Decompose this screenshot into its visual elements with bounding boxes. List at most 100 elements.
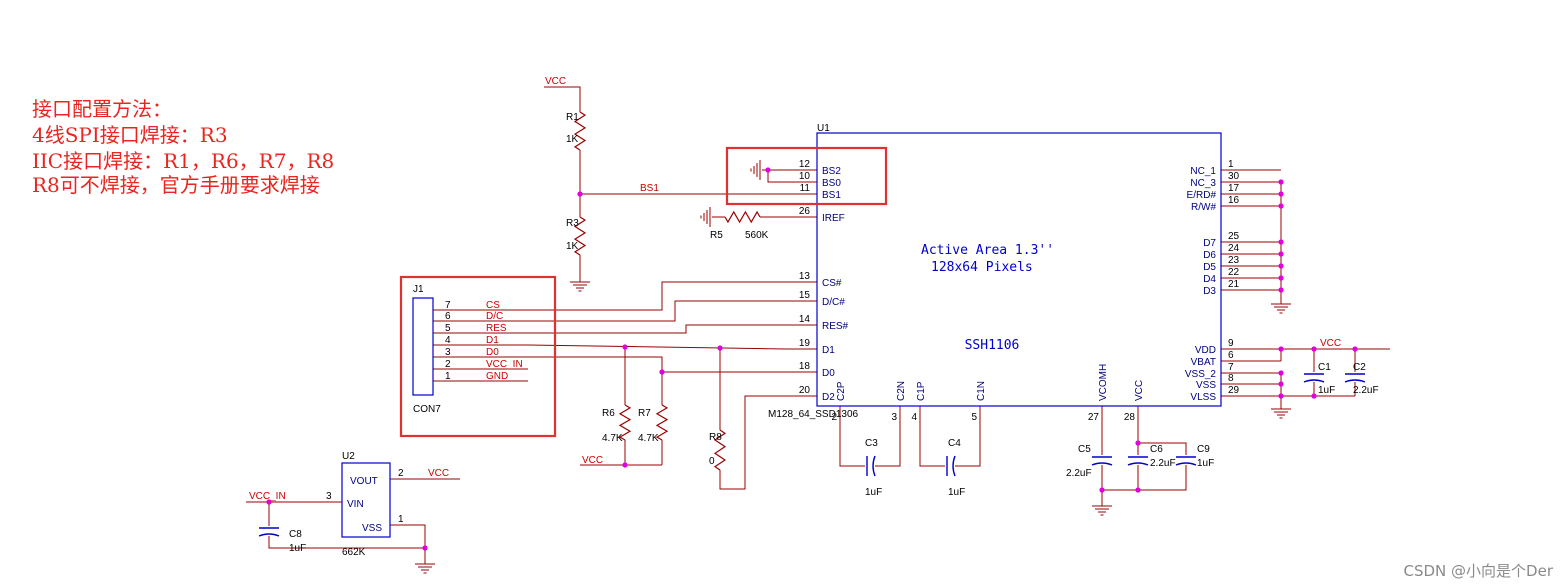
j1-pin-number: 1: [445, 371, 451, 382]
net-vcc-pullup: VCC: [582, 455, 603, 466]
junction-dot: [765, 167, 771, 173]
ref-r5: R5: [710, 230, 723, 241]
csdn-watermark: CSDN @小向是个Der: [1403, 562, 1553, 580]
value-c3: 1uF: [865, 487, 882, 498]
net-cs: [528, 281, 785, 311]
u1-pin-name-rw: R/W#: [1191, 202, 1216, 213]
net-d1: [527, 344, 786, 350]
junction-dot: [266, 499, 272, 505]
value-r7: 4.7K: [638, 433, 659, 444]
j1-pin-number: 2: [445, 359, 451, 370]
ref-r3: R3: [566, 218, 579, 229]
net-vcc-u2: VCC: [428, 468, 449, 479]
net-res: [528, 324, 785, 334]
junction-dot: [1278, 381, 1284, 387]
junction-dot: [717, 345, 723, 351]
value-r3: 1K: [566, 241, 579, 252]
ref-r1: R1: [566, 112, 579, 123]
u1-pin-name-vss2: VSS_2: [1185, 369, 1217, 380]
u1-pin-name-bs1: BS1: [822, 190, 841, 201]
c9-top-wire: [1138, 442, 1187, 455]
config-note-spi: 4线SPI接口焊接：R3: [32, 123, 228, 147]
r3-resistor: [573, 216, 587, 256]
u1-pin-name-vcomh: VCOMH: [1098, 364, 1109, 401]
u1-pin-number: 23: [1228, 255, 1240, 266]
junction-dot: [577, 191, 583, 197]
u1-pin-number: 27: [1088, 412, 1100, 423]
u1-pin-name-d1: D1: [822, 345, 835, 356]
j1-net-cs: CS: [486, 300, 500, 311]
pixels-label: 128x64 Pixels: [931, 260, 1033, 275]
u1-pin-name-nc3: NC_3: [1190, 178, 1216, 189]
u1-pin-name-dc: D/C#: [822, 297, 845, 308]
junction-dot: [622, 344, 628, 350]
u1-pin-number: 25: [1228, 231, 1240, 242]
junction-dot: [1278, 393, 1284, 399]
j1-net-vccin: VCC_IN: [486, 359, 523, 370]
u1-pin-name-res: RES#: [822, 321, 849, 332]
u1-pin-number: 18: [799, 361, 811, 372]
junction-dot: [1311, 346, 1317, 352]
c2-capacitor: [1344, 379, 1366, 383]
junction-dot: [659, 369, 665, 375]
r1-resistor: [573, 111, 587, 151]
junction-dot: [622, 462, 628, 468]
junction-layer: [266, 167, 1358, 551]
net-d0: [528, 356, 785, 373]
u1-pin-name-iref: IREF: [822, 213, 845, 224]
u1-pin-name-c2p: C2P: [836, 381, 847, 401]
c4-right-wire: [955, 440, 981, 467]
active-area-label: Active Area 1.3'': [921, 243, 1054, 258]
u1-pin-number: 5: [971, 412, 977, 423]
ref-c9: C9: [1197, 444, 1210, 455]
u1-pin-number: 9: [1228, 338, 1234, 349]
r1-vcc-wire: [544, 86, 581, 112]
u1-pin-number: 24: [1228, 243, 1240, 254]
u1-ref: U1: [817, 123, 830, 134]
j1-pin-number: 7: [445, 300, 451, 311]
u1-pin-name-vdd: VDD: [1195, 345, 1216, 356]
u2-pin-vout: VOUT: [350, 476, 378, 487]
u1-pin-name-c1n: C1N: [976, 381, 987, 401]
u2-pin-vss: VSS: [362, 523, 382, 534]
c5-capacitor: [1091, 462, 1113, 466]
net-vcc-right: VCC: [1320, 338, 1341, 349]
junction-dot: [1278, 346, 1284, 352]
j1-net-gnd: GND: [486, 371, 508, 382]
u1-pin-name-erd: E/RD#: [1187, 190, 1217, 201]
c8-ground-wire: [268, 536, 425, 549]
c4-capacitor: [952, 455, 956, 477]
net-dc: [528, 300, 785, 322]
j1-ref: J1: [413, 284, 424, 295]
u1-pin-name-vlss: VLSS: [1190, 392, 1216, 403]
u1-body: [816, 132, 1222, 407]
u1-pin-number: 21: [1228, 279, 1240, 290]
u1-pin-number: 13: [799, 271, 811, 282]
u1-pin-number: 3: [891, 412, 897, 423]
bs-highlight-box: [725, 146, 888, 206]
u1-pin-name-d5: D5: [1203, 262, 1216, 273]
ref-r7: R7: [638, 408, 651, 419]
u1-pin-name-d2: D2: [822, 392, 835, 403]
u1-pin-name-vss: VSS: [1196, 380, 1216, 391]
value-c5: 2.2uF: [1066, 468, 1092, 479]
r7-resistor: [655, 404, 669, 441]
junction-dot: [1099, 487, 1105, 493]
r8-d2-wire: [719, 395, 785, 490]
value-c6: 2.2uF: [1150, 458, 1176, 469]
junction-dot: [422, 545, 428, 551]
c6-capacitor: [1127, 462, 1149, 466]
u1-part: SSH1106: [965, 338, 1020, 353]
junction-dot: [1278, 275, 1284, 281]
j1-body: [412, 297, 434, 396]
u1-pin-number: 8: [1228, 373, 1234, 384]
u1-pin-name-cs: CS#: [822, 278, 842, 289]
c3-right-wire: [875, 440, 901, 467]
j1-net-dc: D/C: [486, 311, 503, 322]
u1-pin-number: 17: [1228, 183, 1240, 194]
c8-capacitor: [258, 533, 280, 537]
u1-pin-name-c1p: C1P: [916, 381, 927, 401]
u1-pin-number: 7: [1228, 362, 1234, 373]
u1-pin-number: 4: [911, 412, 917, 423]
